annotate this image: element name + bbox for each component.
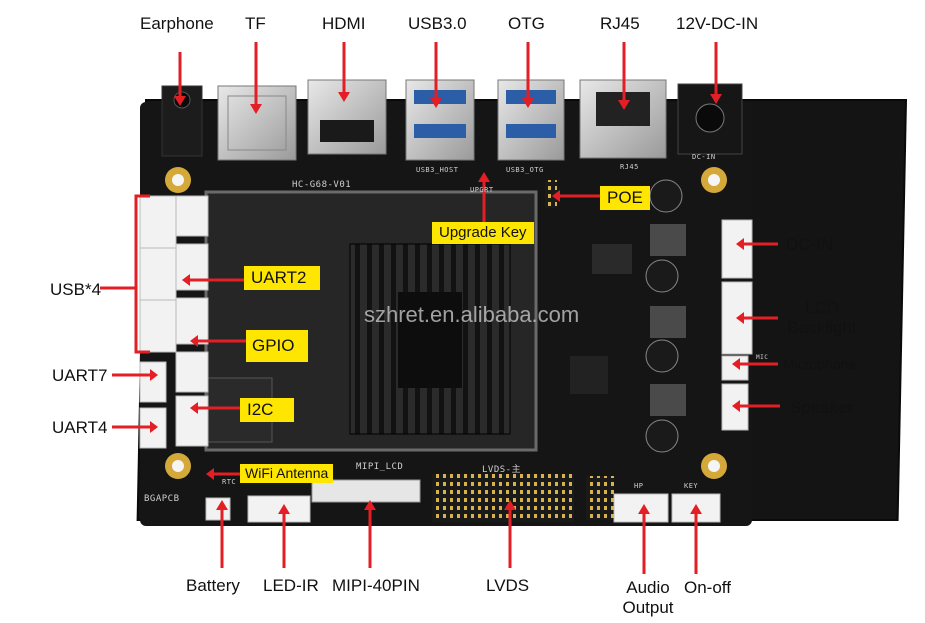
label-battery: Battery — [186, 576, 240, 595]
arrows — [100, 42, 780, 574]
silk-board-id: HC-G68-V01 — [292, 180, 352, 190]
heatsink-core — [398, 292, 462, 388]
hdmi-port — [307, 79, 387, 155]
silk-bgapcb: BGAPCB — [144, 494, 180, 504]
tag-wifi-antenna: WiFi Antenna — [240, 464, 334, 483]
silk-usb-otg: USB3_OTG — [506, 166, 544, 174]
left-connectors — [139, 195, 209, 449]
usb3-otg-port — [497, 79, 565, 161]
label-lcd-backlight: LCD Backlight — [782, 298, 862, 337]
arrowheads — [150, 92, 744, 514]
label-audio-output: Audio Output — [614, 578, 682, 617]
label-12v-dc-in: 12V-DC-IN — [676, 14, 759, 33]
label-uart7: UART7 — [52, 366, 108, 385]
poe-header — [545, 180, 557, 208]
usb3-host-port — [405, 79, 475, 161]
silk-rtc: RTC — [222, 478, 237, 486]
label-uart4: UART4 — [52, 418, 108, 437]
silk-mic: MIC — [756, 354, 769, 361]
label-tf: TF — [245, 14, 266, 33]
label-on-off: On-off — [684, 578, 731, 597]
tag-poe: POE — [600, 186, 650, 211]
silk-hp: HP — [634, 482, 644, 490]
dc-in-jack — [677, 83, 743, 155]
silk-mipi-lcd: MIPI_LCD — [356, 462, 404, 472]
silk-dc-in: DC-IN — [692, 153, 716, 161]
label-mipi-40pin: MIPI-40PIN — [332, 576, 420, 595]
mounting-holes — [165, 167, 727, 479]
bottom-connectors — [205, 474, 721, 523]
label-lcd-backlight-line1: LCD — [804, 298, 839, 317]
tag-upgrade-key: Upgrade Key — [432, 222, 534, 244]
label-hdmi: HDMI — [322, 14, 366, 33]
tag-i2c: I2C — [240, 398, 294, 423]
bracket-usb4 — [134, 194, 150, 354]
silk-key: KEY — [684, 482, 699, 490]
silk-upgrade: UPGRT — [470, 186, 494, 194]
label-speaker: Speaker — [790, 398, 854, 417]
silk-usb-host: USB3_HOST — [416, 166, 459, 174]
label-microphone: Microphone — [783, 356, 857, 372]
watermark: szhret.en.alibaba.com — [364, 302, 580, 327]
power-components — [570, 179, 686, 453]
label-usb4: USB*4 — [50, 280, 102, 299]
label-lvds: LVDS — [486, 576, 530, 595]
label-earphone: Earphone — [140, 14, 214, 33]
tag-uart2: UART2 — [244, 266, 320, 291]
label-otg: OTG — [508, 14, 545, 33]
silk-rj45: RJ45 — [620, 163, 639, 171]
label-dc-in: DC-IN — [786, 235, 834, 254]
right-connectors — [721, 219, 753, 431]
label-rj45: RJ45 — [600, 14, 640, 33]
tag-gpio: GPIO — [246, 330, 308, 363]
label-usb3: USB3.0 — [408, 14, 467, 33]
label-audio-output-line1: Audio — [626, 578, 670, 597]
label-audio-output-line2: Output — [622, 597, 674, 617]
label-led-ir: LED-IR — [263, 576, 319, 595]
silk-lvds: LVDS-主 — [482, 465, 522, 475]
label-lcd-backlight-line2: Backlight — [787, 317, 857, 337]
